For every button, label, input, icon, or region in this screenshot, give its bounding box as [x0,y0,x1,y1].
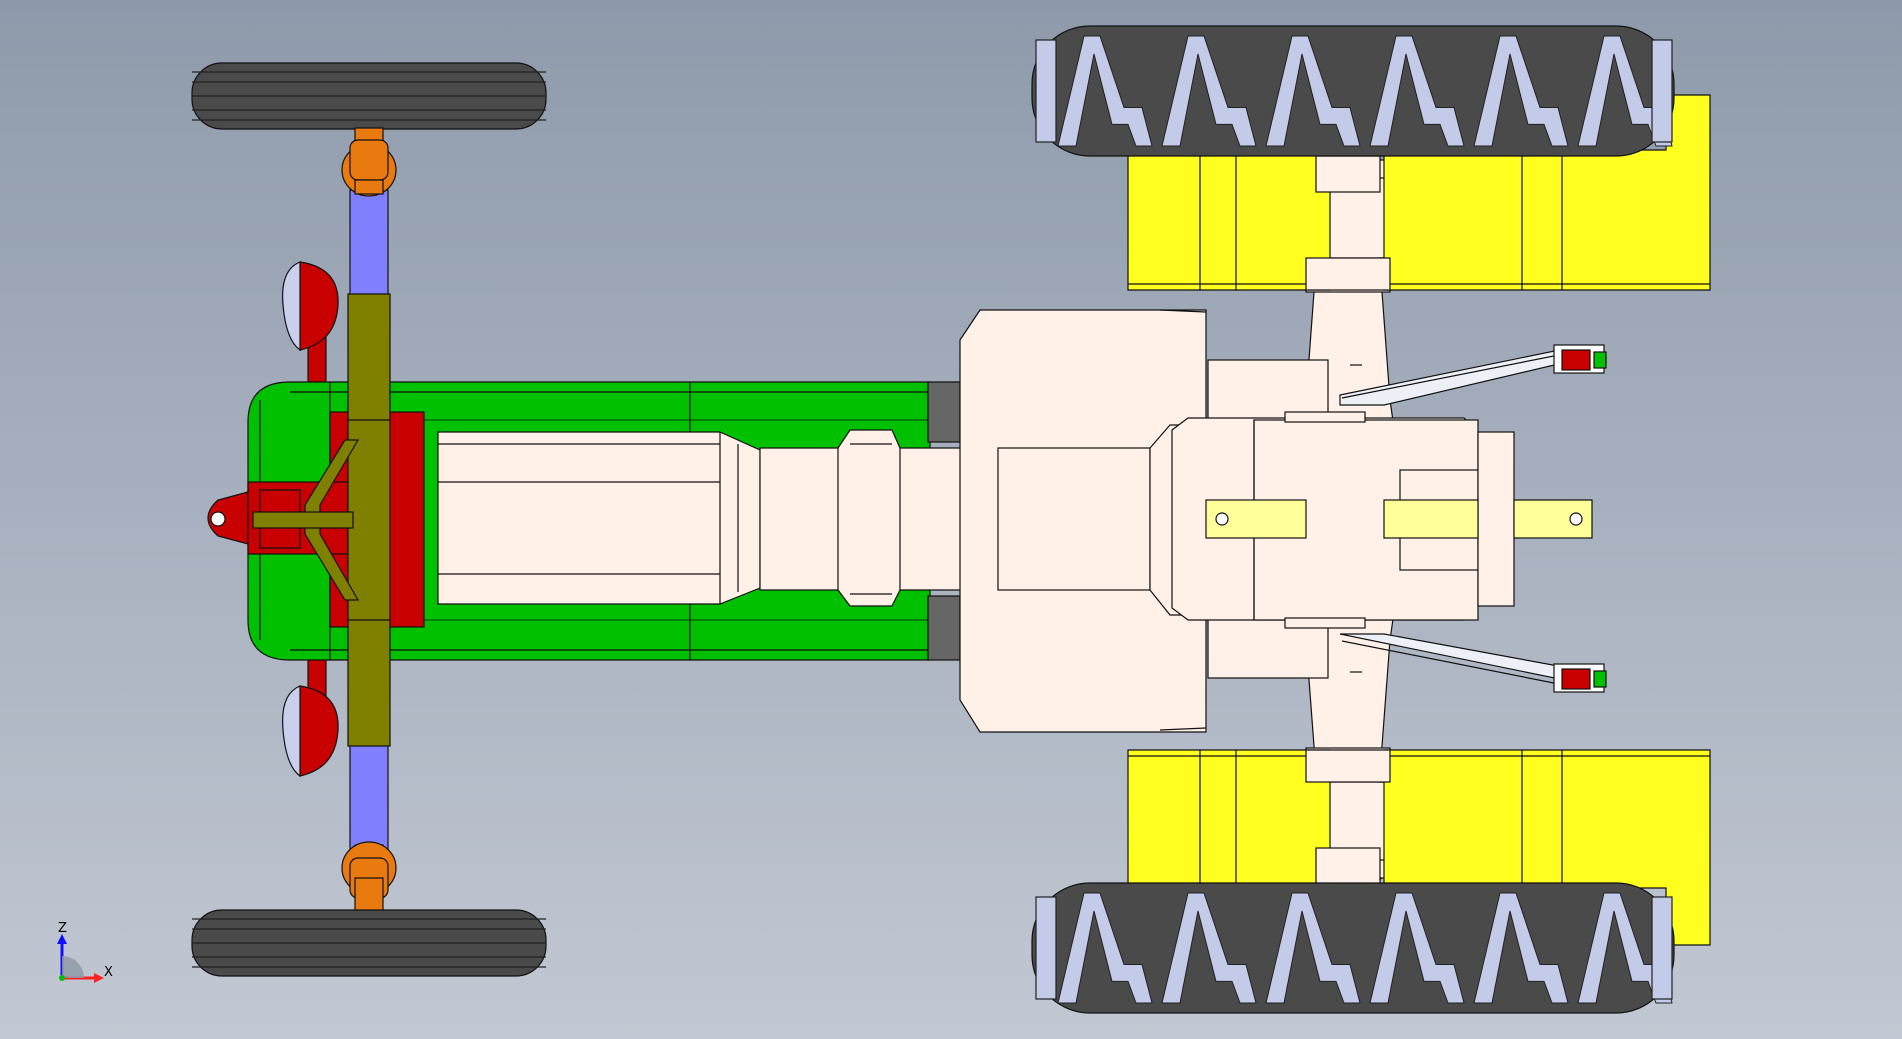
coupler-bottom [927,595,961,661]
tire-tread-lug [1265,892,1361,1004]
hitch-link-top[interactable] [1339,344,1607,406]
tire-sidewall-lug [1035,896,1057,1000]
rear-wheel-top[interactable] [1031,25,1675,157]
front-axle-beam[interactable] [252,293,391,747]
front-hub-bottom[interactable] [341,841,397,911]
front-axle-shaft-top[interactable] [349,189,389,301]
triad-z-label: Z [58,921,67,936]
tractor-model[interactable] [191,25,1711,1014]
tire-tread-lug [1369,35,1465,147]
coupler-top [927,381,961,443]
triad-x-label: X [104,965,113,980]
tire-tread-lug [1161,35,1257,147]
hitch-link-bottom[interactable] [1339,633,1607,693]
headlight-bottom[interactable] [282,654,339,778]
rear-hub-top[interactable] [1315,155,1381,193]
tire-tread-lug [1473,35,1569,147]
tire-tread-lug [1265,35,1361,147]
tire-sidewall-lug [1651,896,1673,1000]
tire-tread-lug [1369,892,1465,1004]
rear-fender-top[interactable] [1127,94,1711,291]
transmission-housing[interactable] [959,309,1207,733]
rear-hub-bottom[interactable] [1315,847,1381,885]
tire-sidewall-lug [1035,39,1057,143]
front-wheel-bottom[interactable] [191,909,547,977]
pto-shaft[interactable] [1205,499,1593,539]
tire-tread-lug [1057,35,1153,147]
tire-tread-lug [1577,35,1673,147]
axis-triad: Z X [57,921,113,983]
engine-block[interactable] [437,429,999,607]
rear-wheel-bottom[interactable] [1031,882,1675,1014]
headlight-top[interactable] [282,261,339,383]
tire-tread-lug [1161,892,1257,1004]
tire-sidewall-lug [1651,39,1673,143]
tire-tread-lug [1473,892,1569,1004]
front-wheel-top[interactable] [191,62,547,130]
front-axle-shaft-bottom[interactable] [349,744,389,856]
tire-tread-lug [1577,892,1673,1004]
front-hub-top[interactable] [341,127,397,197]
tire-tread-lug [1057,892,1153,1004]
